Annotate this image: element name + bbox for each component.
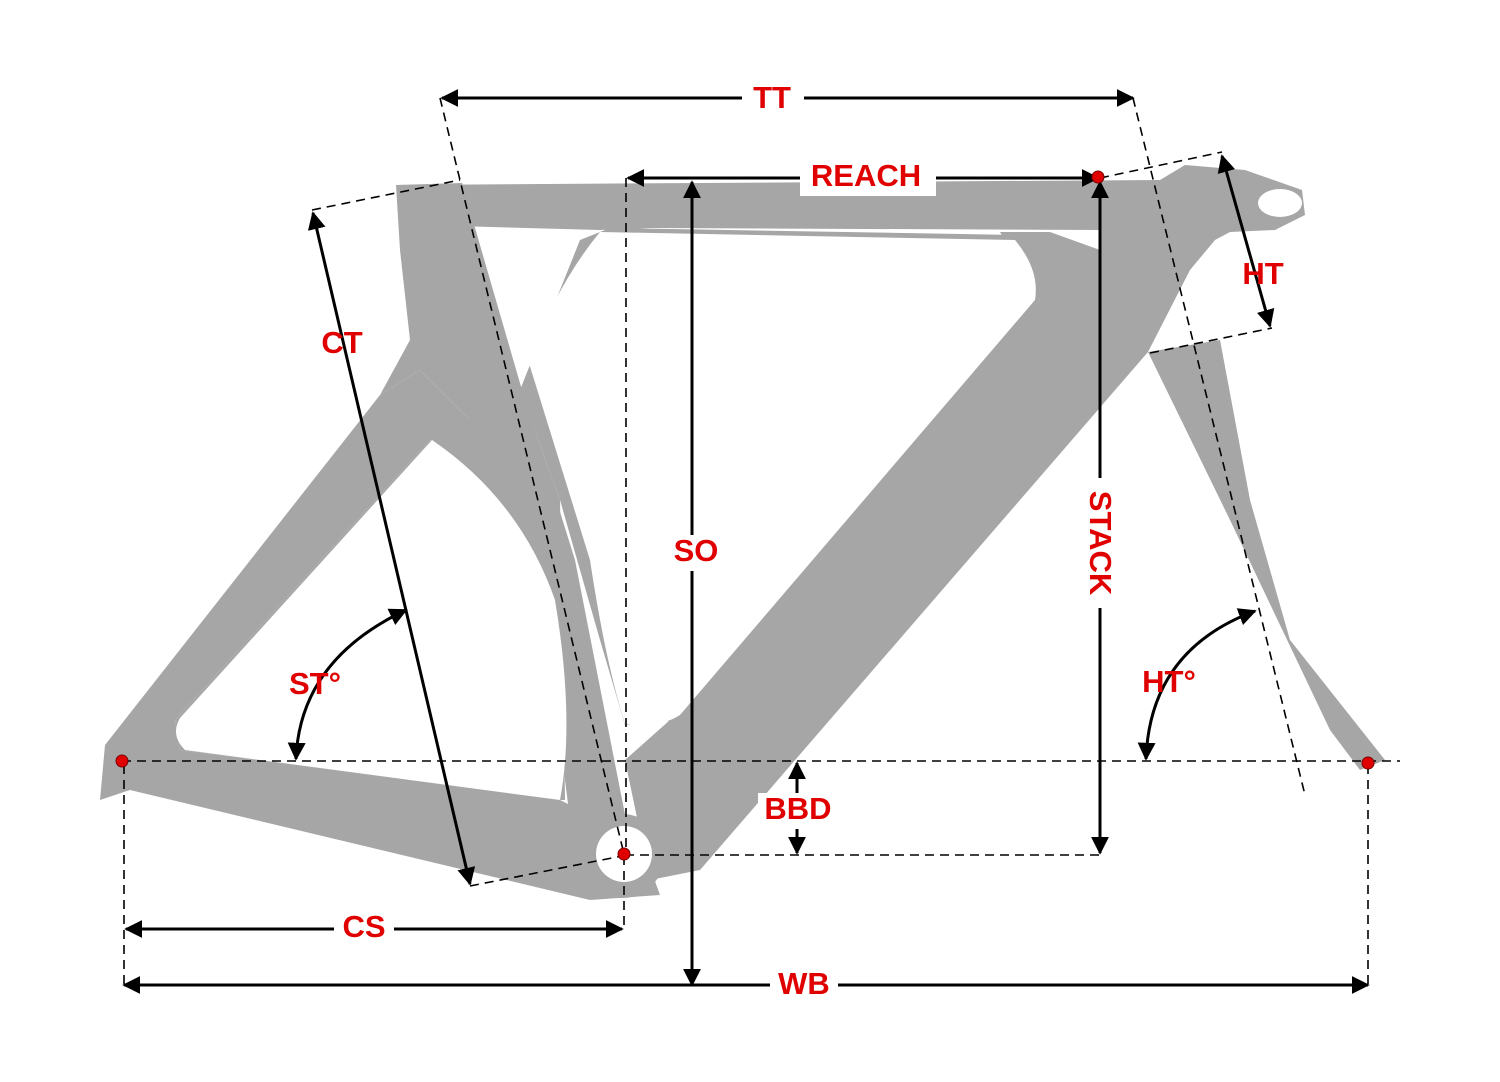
label-st-angle: ST°	[289, 666, 341, 701]
fork	[1148, 340, 1385, 770]
rear-axle-point	[115, 754, 129, 768]
front-axle-point	[1361, 756, 1375, 770]
label-so: SO	[674, 533, 719, 568]
key-points	[115, 170, 1375, 861]
labels: TT REACH HT CT SO STACK ST° HT° BBD CS W…	[289, 80, 1284, 1004]
ct-arrow	[307, 211, 476, 886]
label-bbd: BBD	[764, 791, 831, 826]
ct-bottom-extension	[469, 855, 623, 887]
ht-top-extension	[1099, 151, 1223, 179]
head-tube-top-point	[1091, 170, 1105, 184]
ht-bottom-extension	[1149, 327, 1273, 354]
label-reach: REACH	[811, 158, 921, 193]
label-wb: WB	[778, 966, 830, 1001]
seat-axis-line	[439, 97, 625, 855]
bottom-bracket-point	[617, 847, 631, 861]
dimension-arrows	[122, 89, 1370, 994]
st-angle-arc	[287, 608, 408, 761]
label-cs: CS	[342, 909, 385, 944]
top-tube	[396, 165, 1305, 360]
ht-arrow	[1217, 154, 1275, 328]
headset-opening	[1258, 189, 1302, 217]
label-ht-angle: HT°	[1142, 664, 1196, 699]
label-tt: TT	[753, 80, 791, 115]
front-triangle-opening	[528, 232, 1036, 725]
label-stack: STACK	[1083, 491, 1118, 596]
bike-frame	[100, 165, 1385, 900]
label-ht: HT	[1242, 256, 1283, 291]
ht-angle-arc	[1137, 608, 1257, 761]
down-tube	[625, 232, 1148, 880]
ct-top-extension	[311, 179, 461, 211]
label-ct: CT	[321, 325, 362, 360]
